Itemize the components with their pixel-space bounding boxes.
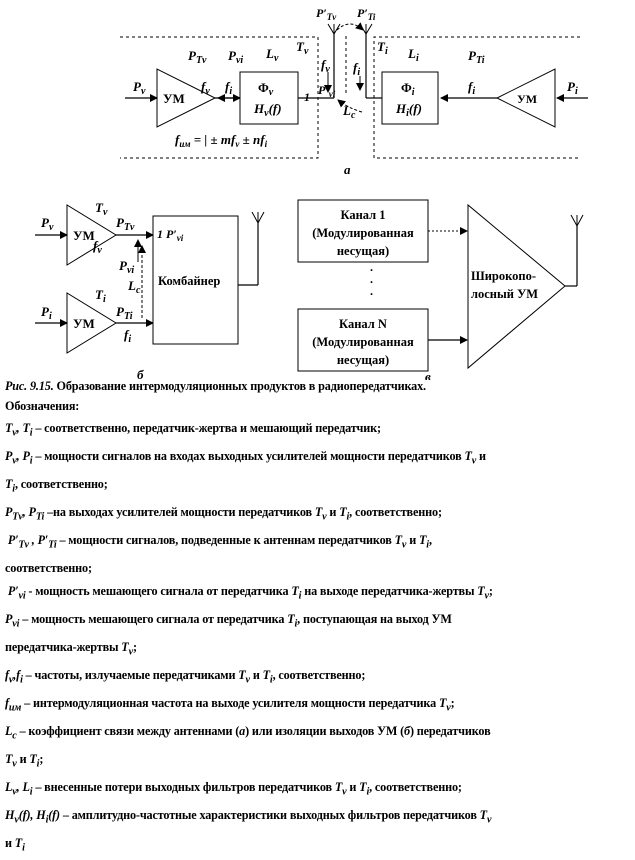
legend-ptv-pti: PTν, PTi –на выходах усилителей мощности… [5,505,442,523]
figure-c-label: в [425,369,431,380]
pti-label-b: PTi [116,304,133,322]
filter-tv-phi: Φν [258,80,274,98]
pti-label-a: PTi [468,48,485,66]
channel-n-line1: Канал N [339,317,387,331]
lc-label-b: Lc [127,278,141,296]
ptv-prime-label: P′Tν [316,6,337,22]
legend-pvi-prime: P′νi - мощность мешающего сигнала от пер… [7,583,493,602]
filter-ti [381,71,439,125]
channel-1-line3: несущая) [337,244,389,258]
wideband-line2: лосный УМ [471,287,538,301]
filter-ti-h: Hi(f) [395,101,422,119]
filter-tv-h: Hν(f) [253,101,282,119]
legend-ptv-prime: P′Tν , P′Ti – мощности сигналов, подведе… [7,533,432,551]
caption-title: Рис. 9.15. Образование интермодуляционны… [5,379,426,393]
fv-label-b: fν [93,238,102,256]
amplifier-ti [495,68,556,128]
figure-b-label: б [137,367,144,380]
legend-pvi: Pνi – мощность мешающего сигнала от пере… [5,611,452,630]
legend-fv-fi: fν,fi – частоты, излучаемые передатчикам… [5,667,366,686]
one-pvi-label-b: 1 P′νi [157,227,184,243]
pti-prime-label: P′Ti [357,6,376,22]
fi-label-antenna: fi [353,60,360,78]
tv-label-b: Tν [95,200,108,218]
legend-lc-cont: Tν и Ti; [5,751,44,770]
pv-label: Pν [133,79,146,97]
lc-label-a: Lc [342,103,356,121]
legend-lv-li: Lν, Li – внесенные потери выходных фильт… [5,779,462,798]
legend-pv-pi-cont: Ti, соответственно; [5,477,108,495]
legend-tv-ti: Tν, Ti – соответственно, передатчик-жерт… [5,421,381,439]
filter-tv [239,71,299,125]
figure-caption: Рис. 9.15. Образование интермодуляционны… [5,378,631,860]
wideband-amplifier [467,203,566,370]
legend-hv-hi: Hν(f), Hi(f) – амплитудно-частотные хара… [5,808,492,826]
channel-1-line2: (Модулированная [312,226,414,240]
wideband-line1: Широкопо- [471,269,536,283]
fv-label-antenna: fν [321,57,330,75]
pi-label-a: Pi [567,79,578,97]
channel-1-box [297,199,429,263]
legend-ptv-prime-cont: соответственно; [5,561,92,576]
coupling-arc-top [336,22,364,31]
channel-1-line1: Канал 1 [340,208,385,222]
channel-dot-2: . [370,272,373,286]
channel-n-line2: (Модулированная [312,335,414,349]
pv-label-b: Pν [41,215,54,233]
legend-fim: fим – интермодуляционная частота на выхо… [5,695,455,714]
pvi-prime-label-a: P′νi [318,83,336,99]
channel-n-line3: несущая) [337,353,389,367]
combiner-box [152,215,239,345]
fim-formula: fим = | ± mfν ± nfi [175,132,268,149]
one-label-a: 1 [304,90,310,104]
amplifier-ti-label: УМ [517,92,537,106]
amplifier-tv-label: УМ [163,91,185,106]
li-label: Li [407,46,419,64]
channel-dot-3: . [370,284,373,298]
tv-label-a: Tν [296,39,309,57]
combiner-label: Комбайнер [158,274,220,288]
figure-b: УМ Pν Tν PTν fν УМ Pi Ti PTi fi Pνi Lc К… [35,200,265,380]
ptv-label-a: PTν [188,48,207,66]
lv-label: Lν [265,46,279,64]
filter-ti-phi: Φi [401,80,415,98]
caption-legend-heading: Обозначения: [5,399,80,413]
pi-label-b: Pi [41,304,52,322]
coupling-arc-bottom [337,99,363,113]
fi-label-a-left: fi [225,79,232,97]
figure-a: УМ Pν fν fi PTν Pνi Lν Tν Φν Hν(f) fν 1 … [120,6,588,177]
ti-label-b: Ti [95,287,106,305]
channel-dot-1: . [370,260,373,274]
legend-hv-hi-cont: и Ti [5,836,25,854]
fi-label-b: fi [124,327,131,345]
diagram: УМ Pν fν fi PTν Pνi Lν Tν Φν Hν(f) fν 1 … [35,6,588,380]
amplifier-b-ti-label: УМ [73,316,95,331]
figure-c: Канал 1 (Модулированная несущая) . . . К… [297,199,584,380]
fv-label-a: fν [201,79,210,97]
fi-label-a-right: fi [468,79,475,97]
ti-label-a: Ti [377,39,388,57]
channel-n-box [297,308,429,372]
ptv-label-b: PTν [116,215,135,233]
pvi-label-a: Pνi [228,48,243,66]
legend-lc: Lc – коэффициент связи между антеннами (… [5,723,491,742]
pvi-label-b: Pνi [119,258,134,276]
figure-a-label: а [344,162,351,177]
legend-pv-pi: Pν, Pi – мощности сигналов на входах вых… [5,449,486,467]
amplifier-b-tv-label: УМ [73,228,95,243]
legend-pvi-cont: передатчика-жертвы Tν; [5,639,137,658]
